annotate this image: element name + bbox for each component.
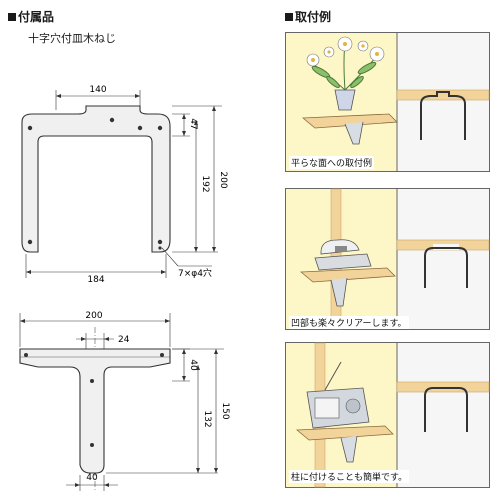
dim-bottom-width: 184	[87, 275, 104, 285]
shelf-board	[299, 267, 396, 283]
shelf-bracket	[344, 121, 364, 145]
shelf-board	[301, 113, 398, 129]
example-caption-2: 凹部も楽々クリアーします。	[289, 316, 409, 329]
dim-bottom-width-side: 40	[86, 473, 98, 483]
dim-inner-height: 192	[200, 175, 210, 192]
mounting-example-heading-text: 取付例	[295, 10, 332, 24]
dim-tab-height: 47	[188, 118, 198, 129]
example-panel-flat-surface	[285, 32, 490, 172]
dim-width: 200	[85, 311, 102, 321]
shelf-bracket	[330, 277, 348, 307]
hole-note: 7×φ4穴	[178, 267, 212, 279]
radio-illustration	[306, 361, 370, 429]
hole-mark	[137, 125, 143, 131]
bracket-side-outline	[19, 348, 171, 474]
dim-height-inner: 132	[202, 410, 212, 427]
accessories-heading-text: 付属品	[18, 10, 55, 24]
dim-stem-width: 24	[118, 335, 130, 345]
screw-note: 十字穴付皿木ねじ	[28, 32, 116, 45]
hole-mark	[157, 239, 163, 245]
square-bullet-icon	[285, 13, 293, 21]
hole-mark	[27, 239, 33, 245]
bracket-front-drawing: 140 47 192 200 184 7×φ4穴	[21, 85, 228, 285]
shelf-board	[295, 425, 394, 441]
hole-mark	[27, 125, 33, 131]
hole-mark	[109, 117, 115, 123]
hole-mark	[158, 246, 162, 250]
dim-height-total: 150	[220, 402, 230, 419]
accessories-heading: 付属品	[8, 8, 54, 25]
dim-flange: 40	[188, 359, 198, 371]
hole-mark	[157, 125, 163, 131]
dim-total-height: 200	[218, 171, 228, 188]
mounting-example-heading: 取付例	[285, 8, 331, 25]
telephone-illustration	[314, 239, 372, 271]
shelf-bracket	[340, 435, 358, 463]
example-panel-recess	[285, 188, 490, 330]
flower-vase-illustration	[306, 36, 385, 111]
example-caption-1: 平らな面への取付例	[289, 156, 375, 169]
dim-width-top: 140	[89, 85, 106, 95]
square-bullet-icon	[8, 13, 16, 21]
bracket-side-drawing: 200 24 40 132 150 40	[19, 311, 230, 491]
example-panel-pillar	[285, 342, 490, 488]
bracket-outline	[21, 105, 171, 253]
example-caption-3: 柱に付けることも簡単です。	[289, 470, 410, 483]
